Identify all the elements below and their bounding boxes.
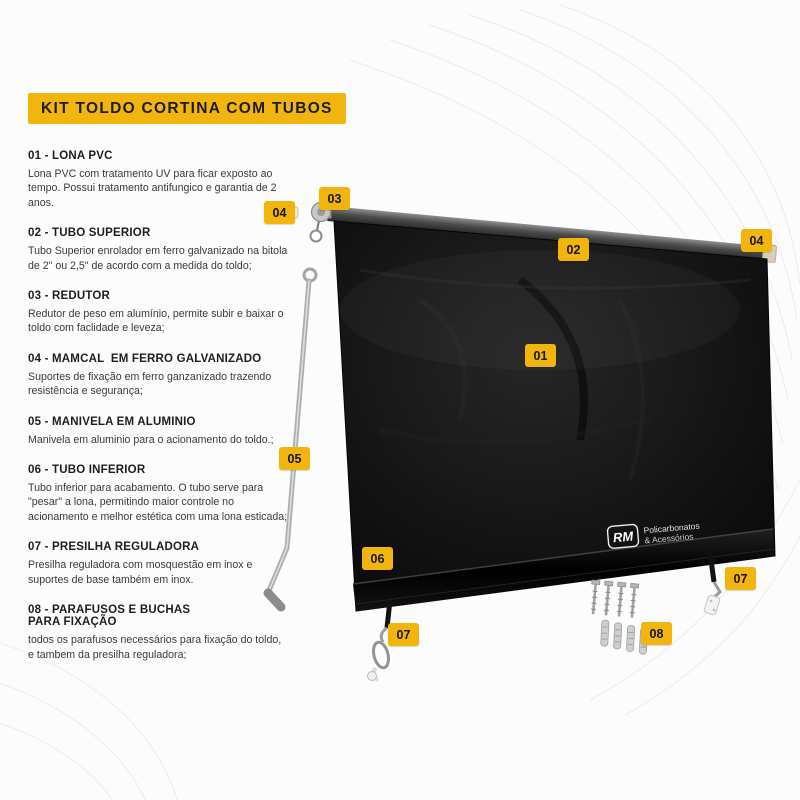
- part-heading: 03 - REDUTOR: [28, 290, 111, 303]
- part-heading: 01 - LONA PVC: [28, 150, 113, 162]
- part-description: Suportes de fixação em ferro ganzanizado…: [28, 370, 275, 398]
- bottom-tube: [352, 528, 775, 611]
- page-title: KIT TOLDO CORTINA COM TUBOS: [28, 93, 346, 124]
- part-heading: 07 - PRESILHA REGULADORA: [28, 541, 200, 554]
- part-description: Tubo Superior enrolador em ferro galvani…: [28, 245, 291, 272]
- parts-list: 01 - LONA PVC Lona PVC com tratamento UV…: [28, 150, 290, 679]
- presilha-right: [703, 551, 722, 616]
- callout-badge-01: 01: [525, 344, 556, 367]
- top-roller-tube: [321, 201, 778, 263]
- callout-badge-07-bottom: 07: [388, 623, 419, 646]
- part-description: Tubo inferior para acabamento. O tubo se…: [28, 482, 288, 523]
- callout-badge-04-left: 04: [264, 201, 295, 224]
- watermark-line1: Policarbonatos: [643, 521, 700, 536]
- part-item-07: 07 - PRESILHA REGULADORA Presilha regula…: [28, 541, 290, 587]
- brand-watermark: RM Policarbonatos & Acessórios: [606, 521, 700, 549]
- part-description: Lona PVC com tratamento UV para ficar ex…: [28, 168, 280, 209]
- part-item-03: 03 - REDUTOR Redutor de peso em alumínio…: [28, 290, 290, 336]
- part-heading: 02 - TUBO SUPERIOR: [28, 227, 151, 240]
- part-item-02: 02 - TUBO SUPERIOR Tubo Superior enrolad…: [28, 227, 290, 273]
- part-description: Presilha reguladora com mosquestão em in…: [28, 559, 256, 586]
- part-heading: 06 - TUBO INFERIOR: [28, 464, 146, 477]
- lona-pvc: [333, 220, 776, 612]
- callout-badge-07-right: 07: [725, 567, 756, 590]
- part-heading: 05 - MANIVELA EM ALUMINIO: [28, 415, 196, 428]
- screws-and-anchors: [590, 579, 648, 655]
- callout-badge-06: 06: [362, 547, 393, 570]
- part-heading: 04 - MAMCAL EM FERRO GALVANIZADO: [28, 352, 262, 365]
- watermark-brand: RM: [612, 528, 635, 545]
- part-item-08: 08 - PARAFUSOS E BUCHAS PARA FIXAÇÃO tod…: [28, 604, 290, 662]
- part-description: todos os parafusos necessários para fixa…: [28, 634, 285, 661]
- part-item-04: 04 - MAMCAL EM FERRO GALVANIZADO Suporte…: [28, 353, 290, 399]
- callout-badge-08: 08: [641, 622, 672, 645]
- callout-badge-05: 05: [279, 447, 310, 470]
- watermark-line2: & Acessórios: [644, 531, 694, 545]
- part-item-01: 01 - LONA PVC Lona PVC com tratamento UV…: [28, 150, 290, 210]
- callout-badge-04-right: 04: [741, 229, 772, 252]
- part-heading: 08 - PARAFUSOS E BUCHAS PARA FIXAÇÃO: [28, 604, 191, 629]
- part-description: Redutor de peso em alumínio, permite sub…: [28, 308, 287, 335]
- part-description: Manivela em aluminio para o acionamento …: [28, 433, 274, 446]
- callout-badge-02: 02: [558, 238, 589, 261]
- part-item-05: 05 - MANIVELA EM ALUMINIO Manivela em al…: [28, 416, 290, 447]
- callout-badge-03: 03: [319, 187, 350, 210]
- part-item-06: 06 - TUBO INFERIOR Tubo inferior para ac…: [28, 464, 290, 524]
